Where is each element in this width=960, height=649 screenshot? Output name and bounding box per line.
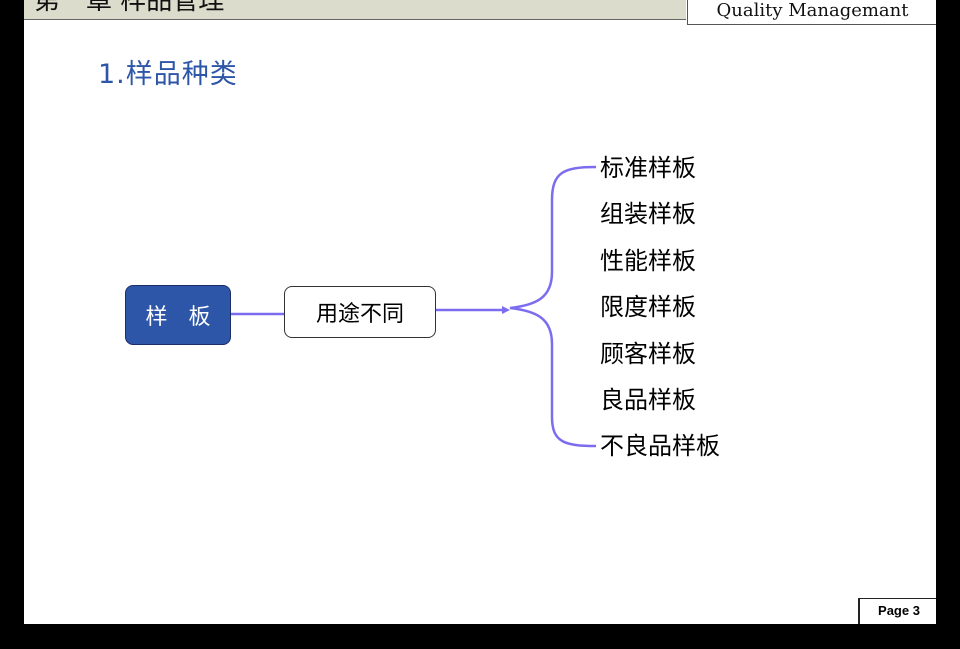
branch-item: 良品样板	[600, 386, 696, 414]
branch-item: 限度样板	[600, 293, 696, 321]
middle-node-purpose: 用途不同	[284, 286, 436, 338]
page-number: Page 3	[858, 598, 936, 624]
slide: 第一章 样品管理 Quality Managemant 1.样品种类 样 板 用…	[24, 0, 936, 624]
diagram-connectors	[230, 165, 597, 448]
arrowhead	[502, 306, 510, 314]
branch-item: 组装样板	[600, 200, 696, 228]
branch-item: 性能样板	[600, 247, 696, 275]
header-title: 第一章 样品管理	[24, 0, 686, 20]
header-subtitle: Quality Managemant	[687, 0, 936, 25]
branch-item: 不良品样板	[600, 432, 720, 460]
section-title: 1.样品种类	[98, 59, 238, 90]
branch-item: 顾客样板	[600, 340, 696, 368]
branch-bracket	[509, 165, 597, 448]
root-node-sample: 样 板	[125, 285, 231, 345]
branch-item: 标准样板	[600, 154, 696, 182]
